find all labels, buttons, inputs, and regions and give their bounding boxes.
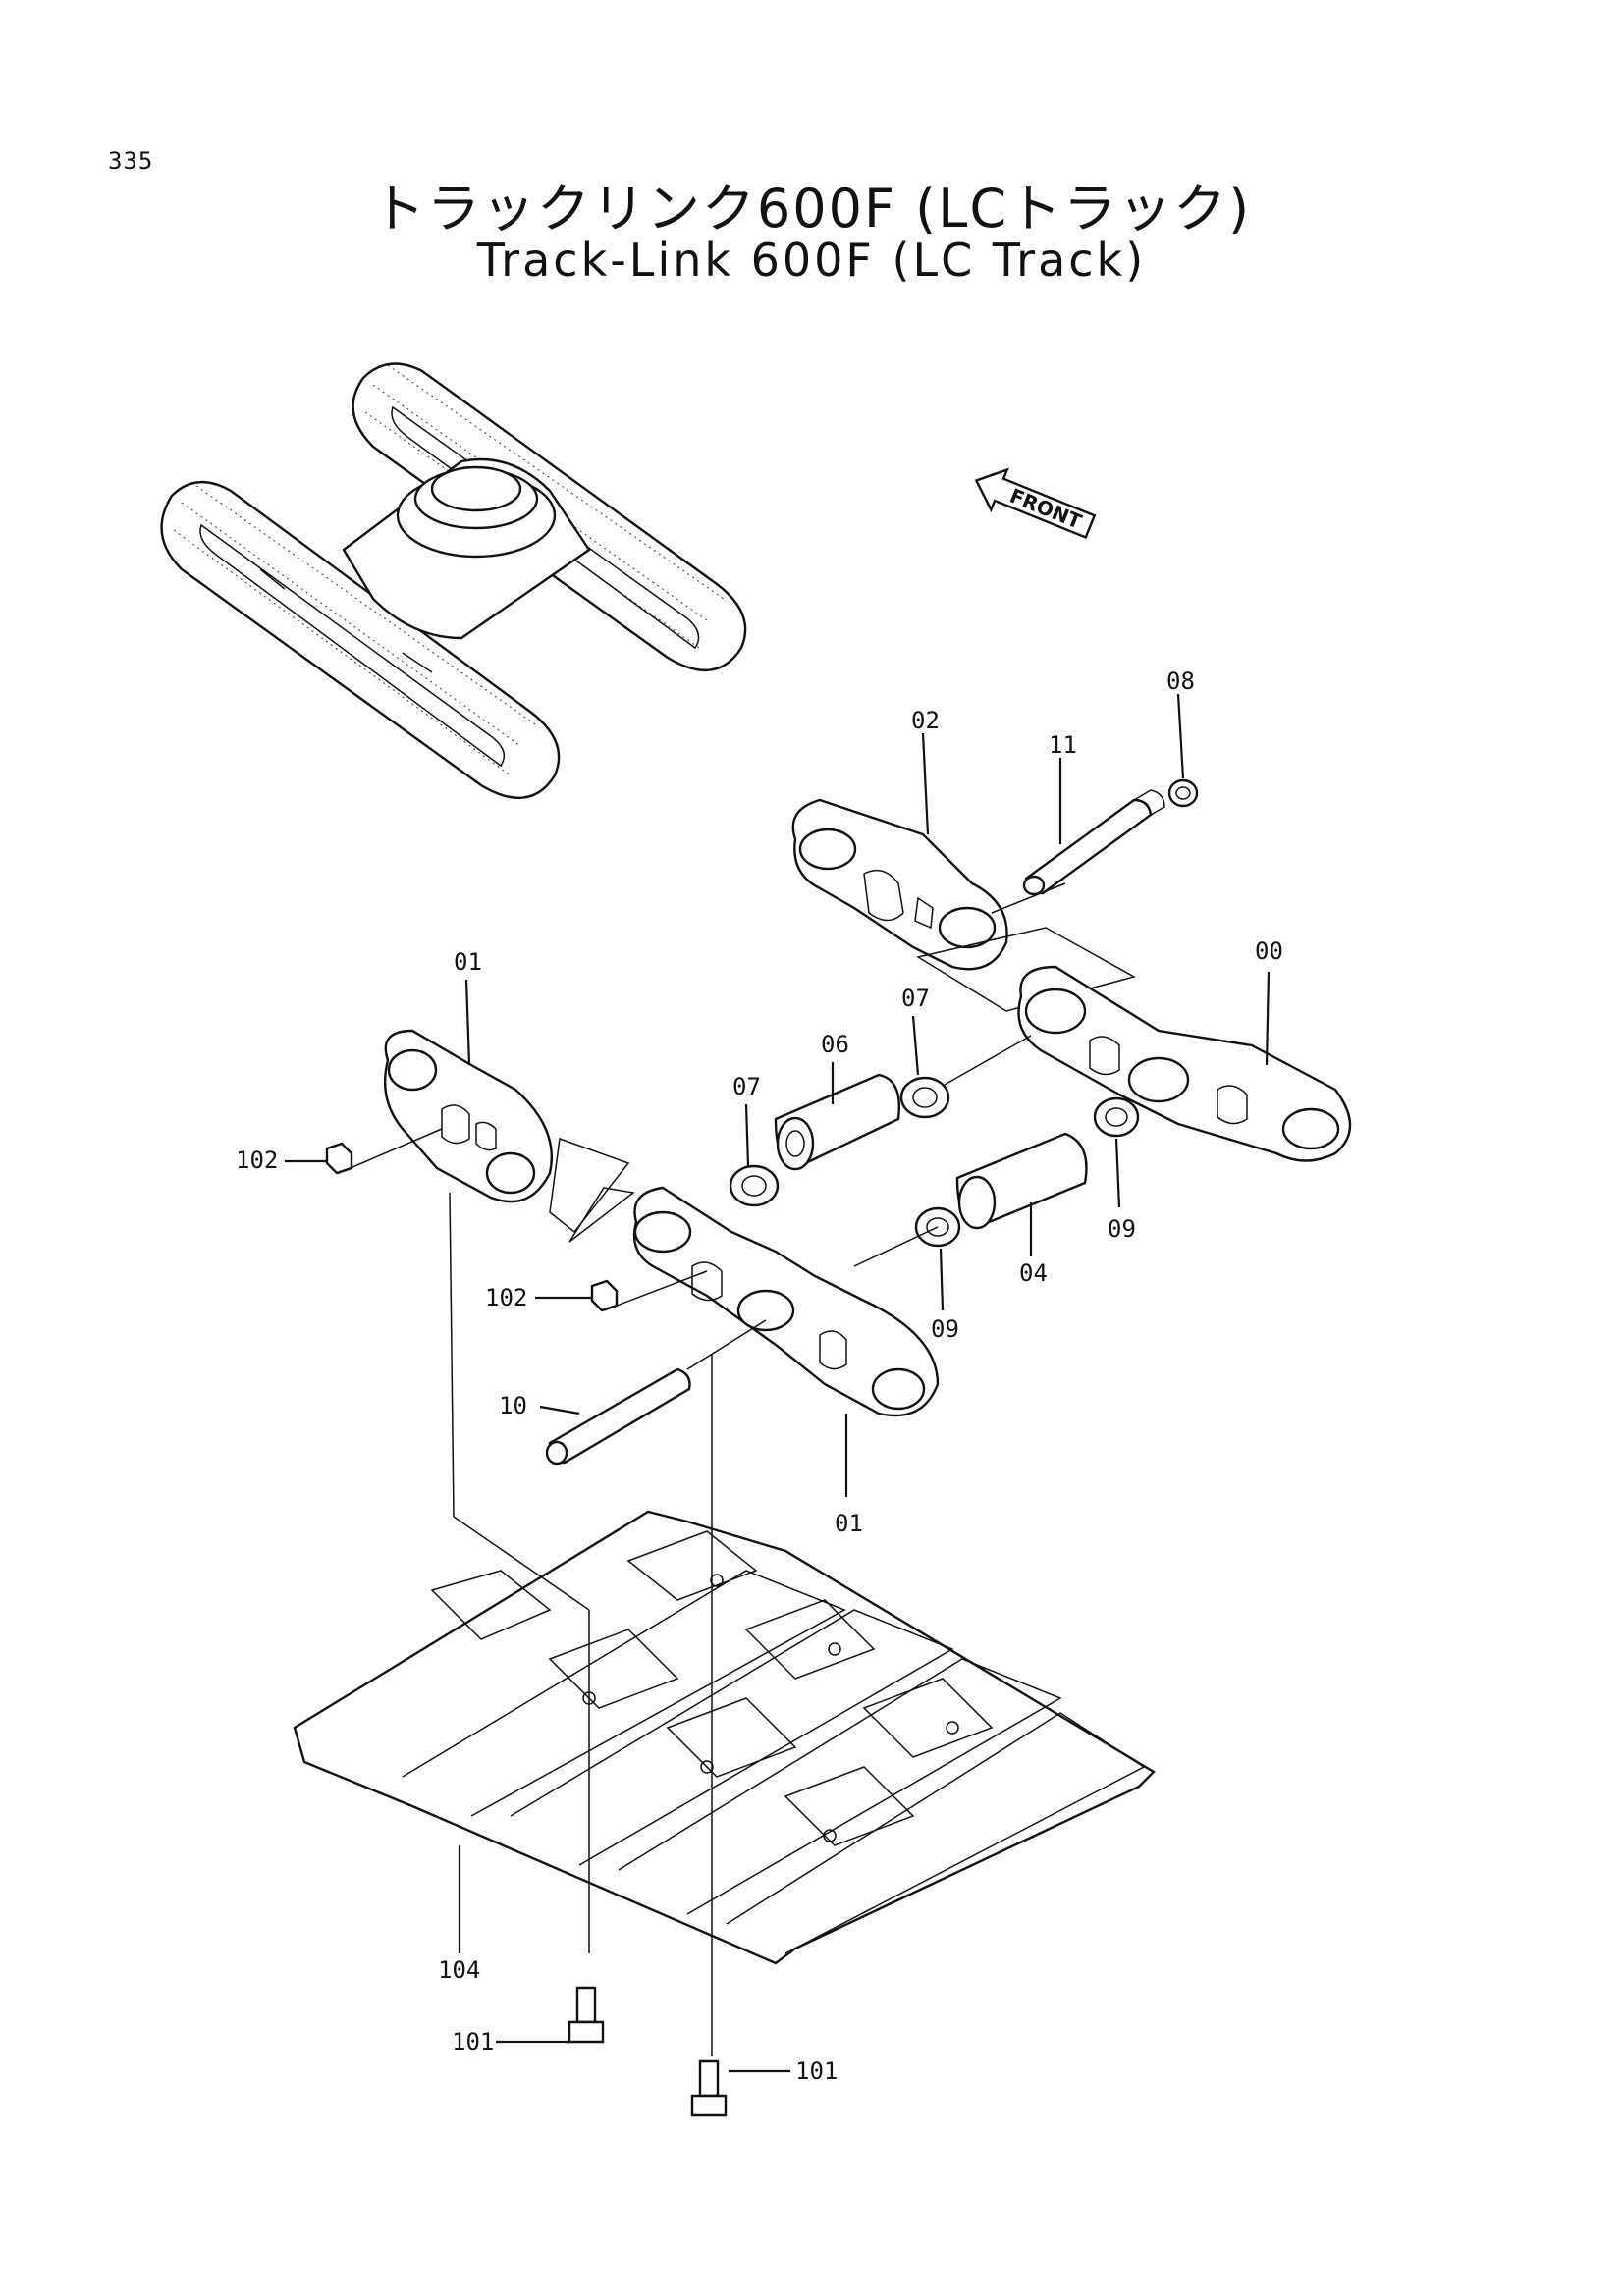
dust-seal-09-right bbox=[1093, 1096, 1140, 1138]
callout-07-right: 07 bbox=[901, 985, 930, 1012]
track-link-01-lower bbox=[632, 1186, 940, 1417]
track-link-01-upper bbox=[384, 1029, 554, 1203]
front-arrow-label: FRONT bbox=[1006, 484, 1085, 534]
callout-01-upper: 01 bbox=[454, 948, 482, 976]
callout-08: 08 bbox=[1166, 667, 1195, 695]
track-link-02 bbox=[791, 798, 1008, 971]
bushing-04 bbox=[955, 1132, 1088, 1230]
shoe-bolt-101-right bbox=[690, 2059, 728, 2117]
callout-labels: 08 02 11 00 01 07 06 07 102 09 04 102 09… bbox=[236, 667, 1283, 2085]
callout-102-upper: 102 bbox=[236, 1147, 278, 1174]
callout-101-left: 101 bbox=[452, 2028, 494, 2056]
seal-ring-07-right bbox=[899, 1076, 950, 1119]
leader-lines bbox=[285, 693, 1271, 2073]
undercarriage-overview bbox=[160, 362, 747, 799]
seal-ring-07-left bbox=[729, 1164, 780, 1207]
shoe-bolt-101-left bbox=[568, 1986, 605, 2044]
callout-101-right: 101 bbox=[795, 2057, 838, 2085]
callout-06: 06 bbox=[821, 1031, 849, 1058]
callout-104: 104 bbox=[438, 1956, 480, 1984]
callout-01-lower: 01 bbox=[835, 1510, 863, 1537]
track-pin-10 bbox=[545, 1367, 691, 1466]
callout-11: 11 bbox=[1049, 731, 1077, 759]
callout-09-center: 09 bbox=[931, 1315, 959, 1343]
callout-09-right: 09 bbox=[1108, 1215, 1136, 1243]
title-english: Track-Link 600F (LC Track) bbox=[476, 234, 1147, 287]
bushing-06 bbox=[774, 1073, 900, 1171]
title-japanese: トラックリンク600F (LCトラック) bbox=[371, 178, 1252, 240]
master-pin-11 bbox=[1022, 789, 1165, 896]
callout-00: 00 bbox=[1255, 937, 1283, 965]
track-link-00 bbox=[1017, 965, 1352, 1162]
callout-04: 04 bbox=[1019, 1259, 1048, 1287]
page-number: 335 bbox=[108, 147, 154, 175]
callout-10: 10 bbox=[499, 1392, 527, 1419]
callout-102-lower: 102 bbox=[485, 1284, 527, 1311]
snap-ring-08 bbox=[1167, 778, 1199, 808]
front-arrow: FRONT bbox=[974, 467, 1097, 540]
track-shoe-assembly-104 bbox=[293, 1510, 1156, 1965]
callout-02: 02 bbox=[911, 707, 940, 734]
nut-102-bottom bbox=[590, 1279, 619, 1312]
callout-07-left: 07 bbox=[732, 1073, 761, 1100]
